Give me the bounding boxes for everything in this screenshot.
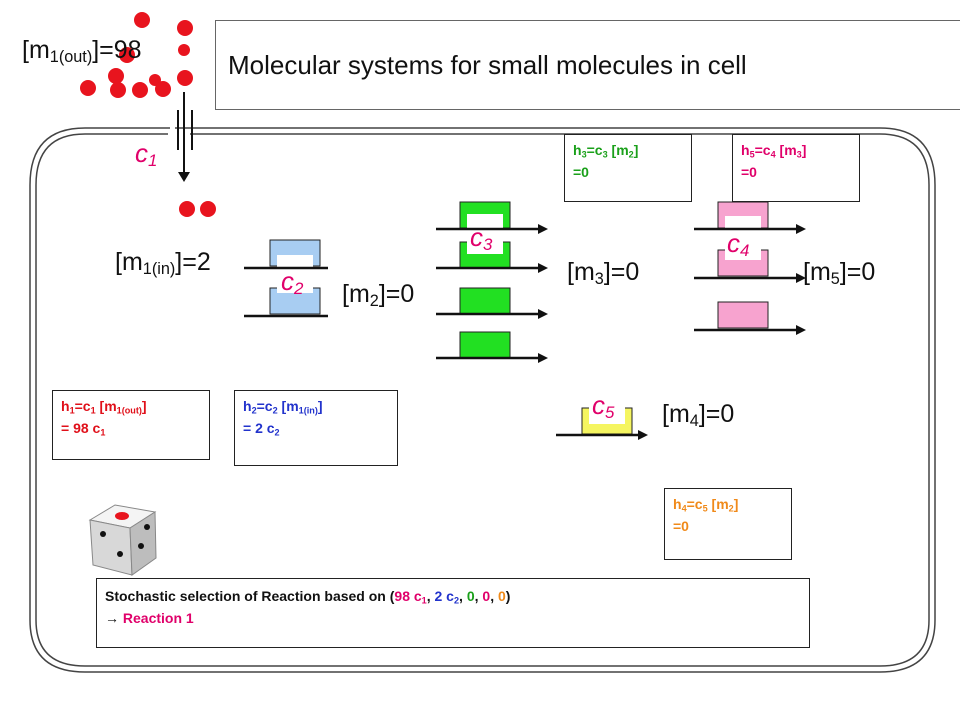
cell-membrane-inner — [35, 133, 930, 667]
h2-box: h2=c2 [m1(in)] = 2 c2 — [234, 390, 398, 466]
outside-molecules — [80, 12, 193, 98]
c1-label: c1 — [135, 138, 158, 171]
h4-box: h4=c5 [m2] =0 — [664, 488, 792, 560]
m5-label: [m5]=0 — [803, 258, 876, 289]
m3-label: [m3]=0 — [567, 258, 640, 289]
m1-in-label: [m1(in)]=2 — [115, 248, 211, 279]
m1-out-label: [m1(out)]=98 — [22, 36, 142, 67]
selected-reaction: Reaction 1 — [122, 610, 194, 626]
inside-molecules — [179, 201, 216, 217]
c3-enzyme — [436, 201, 548, 363]
c5-label: c5 — [592, 390, 615, 423]
dice-icon — [88, 504, 157, 576]
m4-label: [m4]=0 — [662, 400, 735, 431]
page-title: Molecular systems for small molecules in… — [228, 50, 747, 80]
h5-box: h5=c4 [m3] =0 — [732, 134, 860, 202]
selection-box: Stochastic selection of Reaction based o… — [96, 578, 810, 648]
h1-box: h1=c1 [m1(out)] = 98 c1 — [52, 390, 210, 460]
c4-enzyme — [694, 201, 806, 335]
arrow-icon: → — [105, 610, 119, 626]
m2-label: [m2]=0 — [342, 280, 415, 311]
h3-box: h3=c3 [m2] =0 — [564, 134, 692, 202]
c5-enzyme — [556, 400, 648, 440]
c2-label: c2 — [281, 266, 304, 299]
c2-enzyme — [244, 239, 328, 318]
c3-label: c3 — [470, 222, 493, 255]
c4-label: c4 — [727, 228, 750, 261]
cell-membrane-outer — [29, 127, 936, 673]
title-box — [215, 20, 960, 110]
